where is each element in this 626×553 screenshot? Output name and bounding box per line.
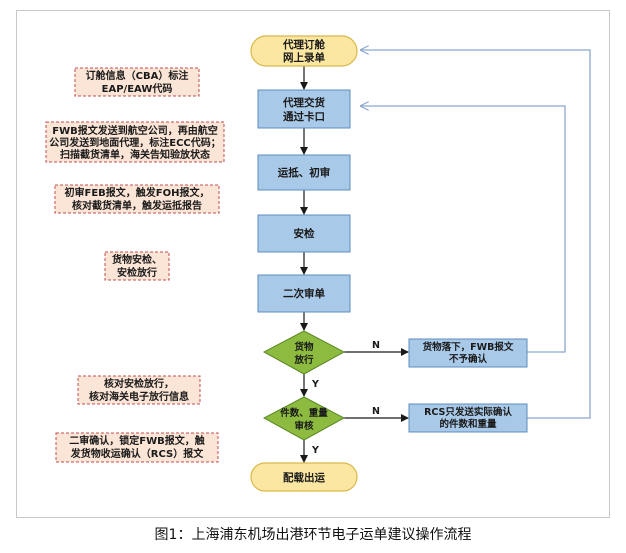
loop-line-outer — [361, 50, 591, 419]
release-yes-label: Y — [311, 379, 319, 390]
branch-hold: 货物落下，FWB报文 不予确认 — [408, 338, 528, 368]
decision-release-line-2: 放行 — [293, 354, 314, 366]
note-6: 二审确认，锁定FWB报文，触 发货物收运确认（RCS）报文 — [55, 432, 219, 463]
step-review: 二次审单 — [257, 274, 351, 313]
step-security-label: 安检 — [294, 227, 315, 240]
note-4-line-2: 安检放行 — [117, 266, 157, 279]
release-no-label: N — [372, 340, 380, 351]
note-2: FWB报文发送到航空公司，再由航空 公司发送到地面代理，标注ECC代码； 扫描截… — [45, 121, 225, 163]
note-4: 货物安检、 安检放行 — [104, 251, 170, 281]
decision-release: 货物 放行 — [262, 330, 346, 375]
branch-rcs: RCS只发送实际确认 的件数和重量 — [408, 403, 528, 433]
end-node: 配载出运 — [250, 462, 358, 492]
note-1: 订舱信息（CBA）标注 EAP/EAW代码 — [74, 67, 200, 97]
branch-rcs-line-2: 的件数和重量 — [439, 418, 497, 430]
step-arrival-label: 运抵、初审 — [278, 166, 331, 179]
note-5: 核对安检放行， 核对海关电子放行信息 — [77, 375, 201, 405]
step-review-label: 二次审单 — [283, 287, 325, 300]
branch-hold-line-2: 不予确认 — [449, 353, 488, 365]
branch-rcs-line-1: RCS只发送实际确认 — [424, 406, 512, 418]
note-6-line-2: 发货物收运确认（RCS）报文 — [70, 447, 204, 460]
start-line-1: 代理订舱 — [282, 38, 325, 51]
note-3: 初审FEB报文，触发FOH报文， 核对截货清单，触发运抵报告 — [54, 184, 220, 214]
note-2-line-1: FWB报文发送到航空公司，再由航空 — [52, 124, 217, 137]
loop-line-inner — [361, 106, 566, 353]
note-3-line-2: 核对截货清单，触发运抵报告 — [72, 199, 202, 212]
note-1-line-2: EAP/EAW代码 — [102, 82, 173, 95]
weight-yes-label: Y — [311, 445, 319, 456]
decision-weight: 件数、重量 审核 — [262, 396, 346, 441]
note-1-line-1: 订舱信息（CBA）标注 — [86, 69, 189, 82]
step-security: 安检 — [257, 214, 351, 253]
feedback-loops — [361, 50, 591, 419]
decision-release-line-1: 货物 — [293, 341, 314, 353]
branch-hold-line-1: 货物落下，FWB报文 — [422, 341, 514, 353]
note-5-line-2: 核对海关电子放行信息 — [89, 390, 189, 403]
note-4-line-1: 货物安检、 — [112, 253, 162, 266]
figure-caption: 图1：上海浦东机场出港环节电子运单建议操作流程 — [154, 527, 472, 543]
step-customs-line-1: 代理交货 — [282, 96, 325, 109]
note-5-line-1: 核对安检放行， — [104, 377, 174, 390]
note-2-line-2: 公司发送到地面代理，标注ECC代码； — [49, 136, 221, 149]
note-6-line-1: 二审确认，锁定FWB报文，触 — [69, 434, 204, 447]
start-node: 代理订舱 网上录单 — [250, 35, 358, 67]
decision-weight-line-1: 件数、重量 — [280, 407, 328, 419]
decision-weight-line-2: 审核 — [294, 420, 314, 432]
end-label: 配载出运 — [283, 471, 325, 484]
main-arrows — [300, 66, 409, 463]
step-arrival: 运抵、初审 — [257, 154, 351, 191]
weight-no-label: N — [372, 406, 380, 417]
step-customs: 代理交货 通过卡口 — [257, 89, 351, 129]
note-3-line-1: 初审FEB报文，触发FOH报文， — [65, 186, 210, 199]
start-line-2: 网上录单 — [283, 51, 325, 64]
note-2-line-3: 扫描截货清单，海关告知验放状态 — [60, 148, 210, 161]
step-customs-line-2: 通过卡口 — [283, 110, 325, 123]
